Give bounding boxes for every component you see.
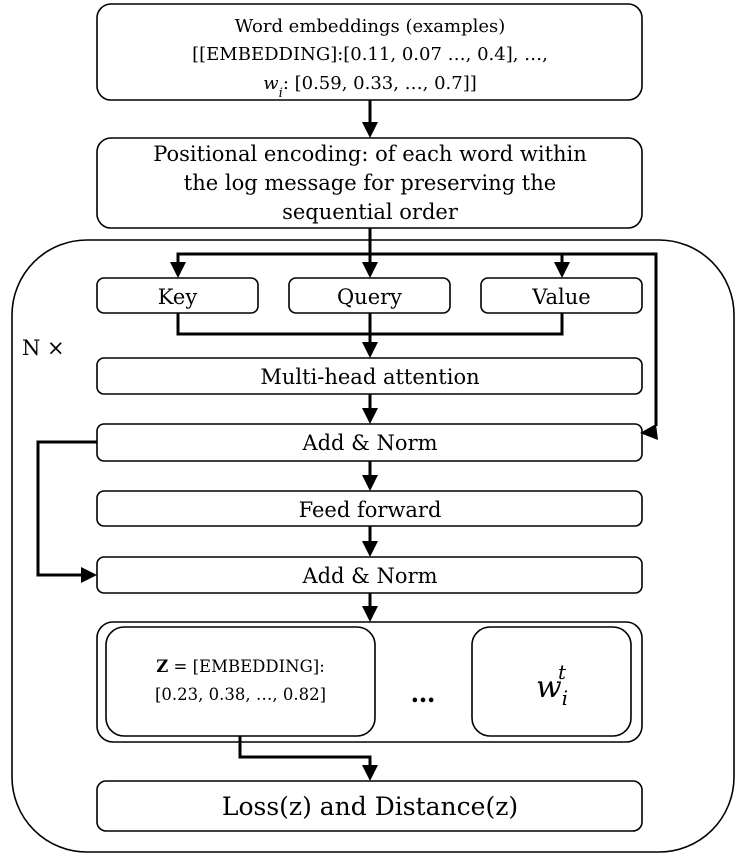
loss-label: Loss(z) and Distance(z): [222, 792, 518, 821]
embeddings-line3: wi: [0.59, 0.33, …, 0.7]]: [263, 73, 477, 101]
loss-distance-box: Loss(z) and Distance(z): [96, 780, 643, 832]
repeat-label: N ×: [22, 336, 65, 360]
key-label: Key: [158, 285, 198, 309]
positional-line3: sequential order: [282, 200, 459, 224]
z-embedding-values: [0.23, 0.38, …, 0.82]: [155, 685, 326, 704]
wt-label: wit: [536, 660, 568, 710]
wt-box: [471, 626, 632, 737]
z-embedding-label: Z = [EMBEDDING]:: [156, 657, 325, 676]
connectors: [36, 100, 658, 781]
encoder-block-frame: [11, 239, 735, 853]
mha-label: Multi-head attention: [260, 365, 479, 389]
add-norm-label-2: Add & Norm: [301, 564, 437, 588]
value-box: Value: [480, 277, 643, 314]
positional-line1: Positional encoding: of each word within: [153, 142, 587, 166]
embeddings-line2: [[EMBEDDING]:[0.11, 0.07 …, 0.4], …,: [192, 44, 548, 65]
positional-encoding-box: Positional encoding: of each word within…: [96, 137, 643, 229]
add-norm-box-2: Add & Norm: [96, 556, 643, 594]
value-label: Value: [531, 285, 590, 309]
query-label: Query: [337, 285, 402, 309]
feed-forward-label: Feed forward: [299, 498, 442, 522]
multi-head-attention-box: Multi-head attention: [96, 357, 643, 395]
z-embedding-box: [105, 626, 376, 737]
key-box: Key: [96, 277, 259, 314]
add-norm-box-1: Add & Norm: [96, 423, 643, 462]
query-box: Query: [288, 277, 451, 314]
output-ellipsis: …: [411, 679, 436, 708]
embeddings-title: Word embeddings (examples): [235, 16, 506, 37]
output-container: Z = [EMBEDDING]: [0.23, 0.38, …, 0.82] ……: [96, 621, 643, 743]
feed-forward-box: Feed forward: [96, 490, 643, 527]
positional-line2: the log message for preserving the: [184, 171, 556, 195]
add-norm-label-1: Add & Norm: [301, 431, 437, 455]
word-embeddings-box: Word embeddings (examples) [[EMBEDDING]:…: [96, 3, 643, 101]
